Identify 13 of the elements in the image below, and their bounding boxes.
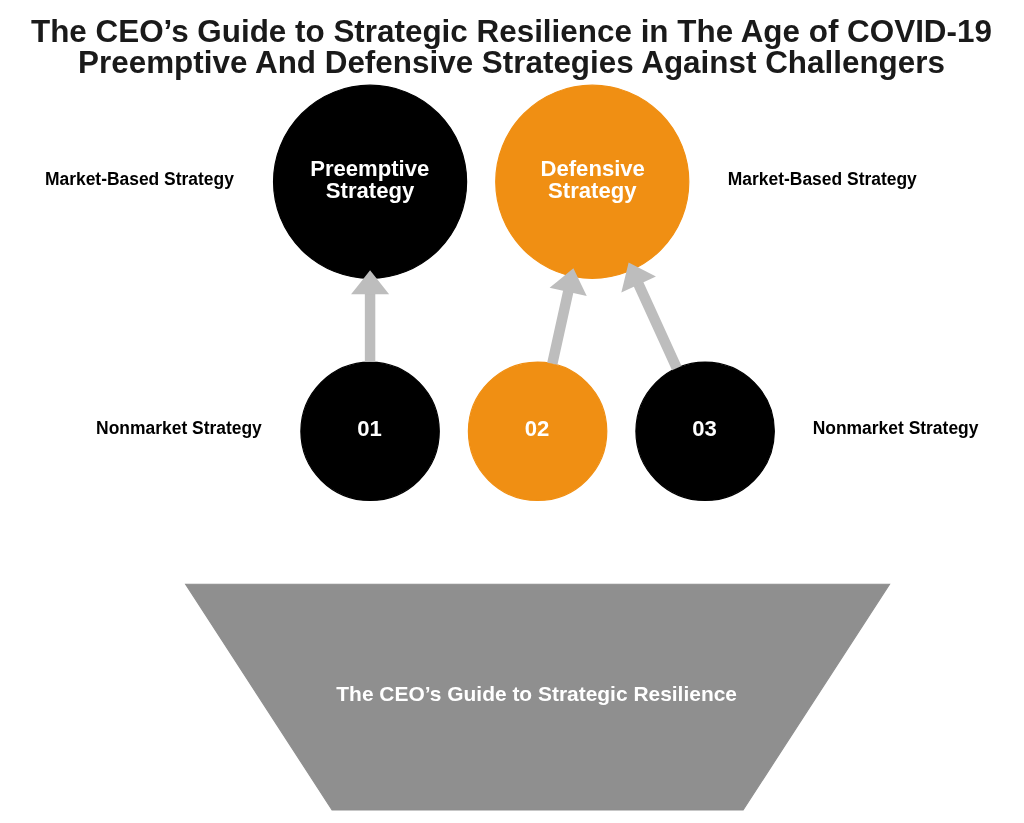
label: Nonmarket Strategy [96, 418, 262, 439]
label: Nonmarket Strategy [812, 418, 979, 439]
diagram-title: The CEO’s Guide to Strategic Resilience in The Age of COVID-19 Preemptive And Defensive Strategies Against Challengers [30, 13, 992, 81]
node-label: Market-Based Strategy [44, 168, 234, 189]
node-circle: 01 [300, 361, 440, 502]
node-label: Market-Based Strategy [727, 168, 917, 189]
arrow [621, 262, 682, 371]
node-circle: Defensive Strategy [495, 84, 690, 279]
node-circle: Preemptive Strategy [272, 84, 468, 279]
node-circle: 03 [635, 361, 775, 502]
node-circle: 02 [467, 361, 608, 502]
arrow [351, 270, 390, 362]
arrow [547, 268, 587, 365]
